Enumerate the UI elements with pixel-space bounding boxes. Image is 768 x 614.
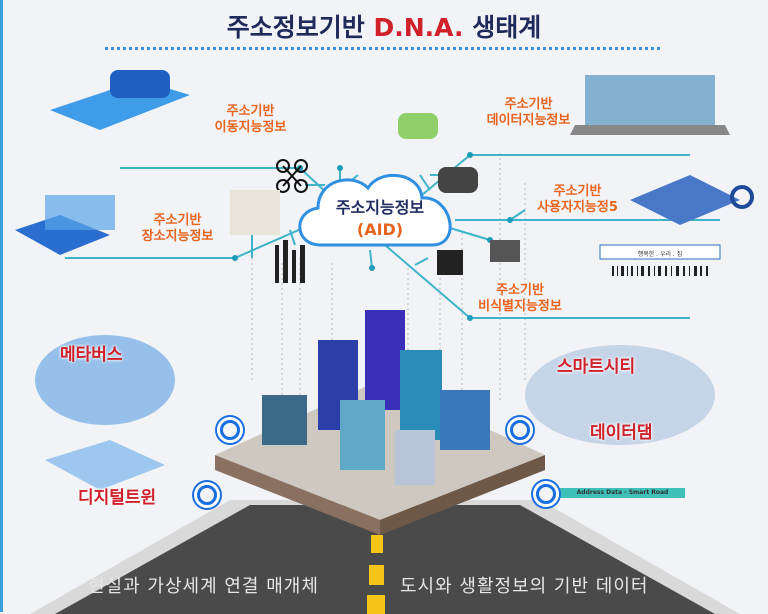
- road-caption-left: 현실과 가상세계 연결 매개체: [88, 576, 319, 597]
- data-dam-label: 데이터댐: [590, 423, 653, 443]
- data-bar-text: Address Data - Smart Road: [576, 489, 669, 496]
- lane-dash: [371, 535, 383, 553]
- target-marker-icon: [536, 484, 556, 504]
- building-barcode-icon: [275, 240, 305, 283]
- settings-window-icon: [490, 240, 520, 262]
- target-marker-icon: [220, 420, 240, 440]
- branch-line2: 데이터지능정보: [486, 113, 571, 128]
- home-tag-text: 행복한 . 우리 . 집: [637, 251, 683, 258]
- center-title: 주소지능정보: [335, 198, 425, 217]
- branch-line1: 주소기반: [153, 213, 202, 228]
- lane-dash: [367, 595, 385, 614]
- title-prefix: 주소정보기반: [226, 13, 374, 42]
- page-title: 주소정보기반 D.N.A. 생태계: [0, 8, 768, 44]
- branch-line2: 장소지능정보: [141, 229, 214, 244]
- barcode-icon: [612, 266, 708, 276]
- lane-dash: [369, 565, 384, 585]
- mobility-illustration: [50, 70, 190, 130]
- metaverse-illustration: [35, 335, 175, 425]
- branch-line1: 주소기반: [553, 184, 602, 199]
- branch-line2: 비식별지능정보: [478, 299, 562, 314]
- target-marker-icon: [510, 420, 530, 440]
- map-thumbnail: [230, 190, 280, 235]
- smart-city-illustration: [525, 345, 715, 445]
- branch-line2: 사용자지능정5: [537, 200, 618, 215]
- database-cylinder-icon: [438, 167, 478, 193]
- branch-line2: 이동지능정보: [214, 120, 287, 135]
- branch-line1: 주소기반: [496, 283, 544, 298]
- digital-twin-illustration: [45, 440, 165, 490]
- cloud-shape: [298, 173, 452, 247]
- title-divider: [105, 47, 660, 50]
- data-dam-bar: [560, 488, 685, 498]
- digital-twin-label: 디지털트윈: [78, 488, 157, 508]
- target-marker-icon: [197, 485, 217, 505]
- hand-map-illustration: [15, 195, 115, 255]
- center-cloud-label: 주소지능정보 (AID): [300, 197, 460, 241]
- data-cylinder-icon: [398, 113, 438, 139]
- city-platform: [215, 310, 545, 535]
- qr-code-icon: [437, 250, 463, 275]
- city-tablet-illustration: [570, 75, 730, 135]
- address-tag: [599, 244, 721, 260]
- branch-line1: 주소기반: [226, 104, 275, 119]
- title-suffix: 생태계: [463, 13, 542, 42]
- road-caption-right: 도시와 생활정보의 기반 데이터: [400, 576, 649, 597]
- smart-city-label: 스마트시티: [557, 357, 636, 377]
- drone-icon: [276, 159, 308, 193]
- center-subtitle: (AID): [356, 220, 404, 239]
- metaverse-label: 메타버스: [60, 345, 123, 365]
- title-highlight: D.N.A.: [373, 13, 464, 42]
- user-platform-illustration: [630, 175, 754, 225]
- branch-line1: 주소기반: [504, 97, 553, 112]
- road: [55, 505, 715, 614]
